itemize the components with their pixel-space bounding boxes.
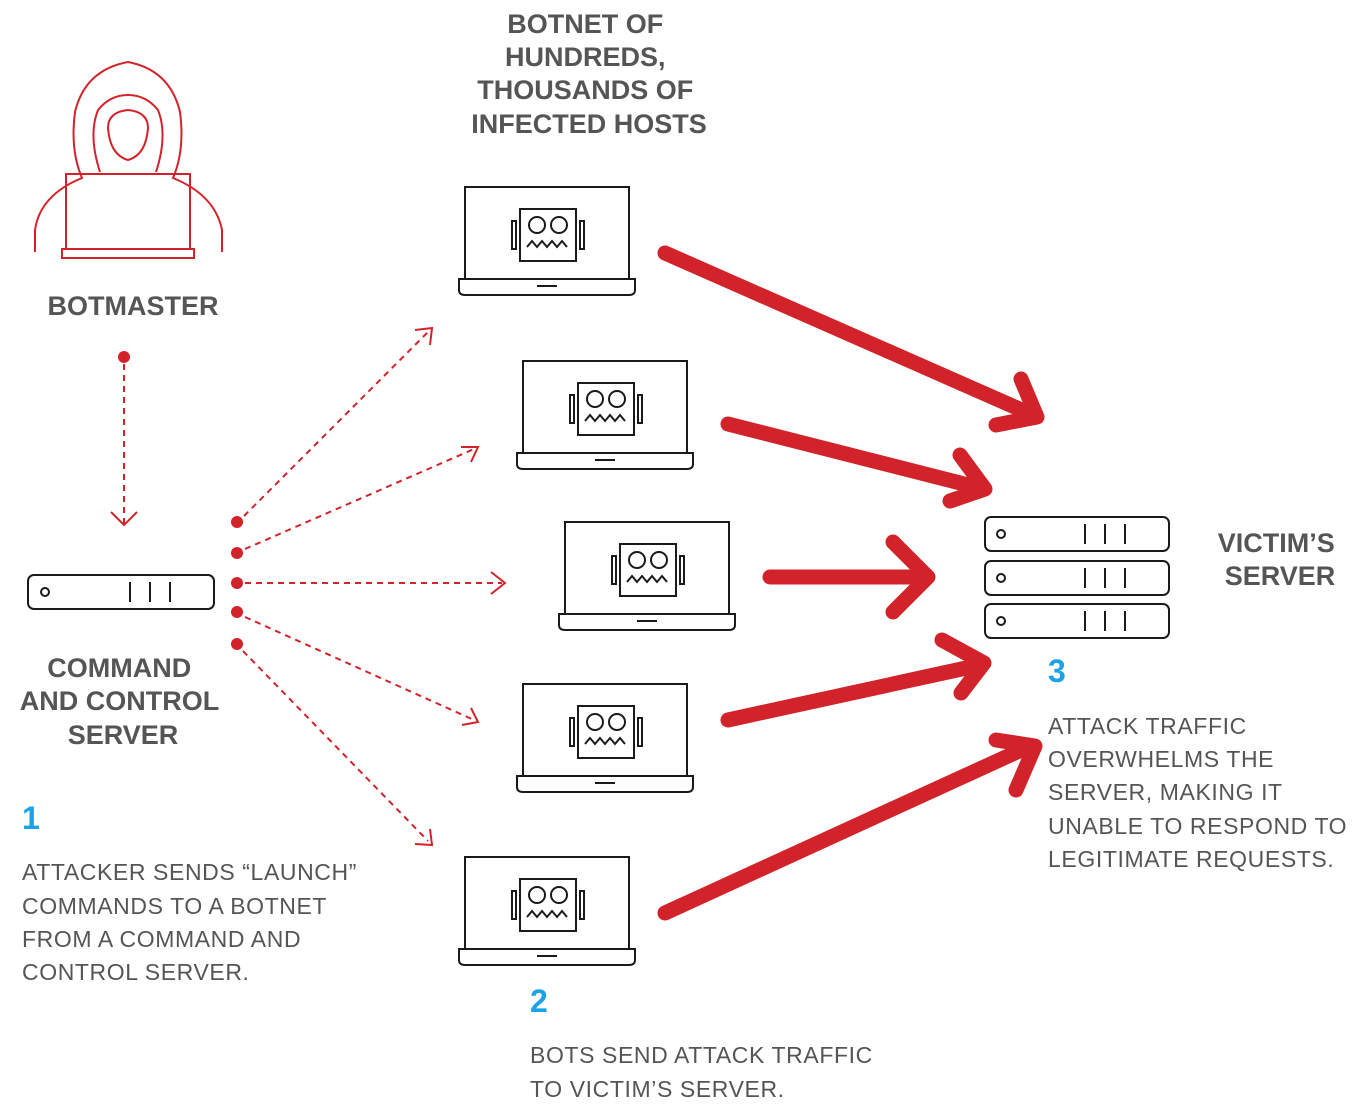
bot-host-4 [516,683,694,793]
step-3-number: 3 [1048,653,1066,689]
botmaster-to-cnc-link [110,351,138,527]
botmaster-label: BOTMASTER [48,291,219,321]
victim-label: VICTIM’S SERVER [1218,528,1343,591]
step-2-description: BOTS SEND ATTACK TRAFFIC TO VICTIM’S SER… [530,1042,880,1102]
step-1-description: ATTACKER SENDS “LAUNCH” COMMANDS TO A BO… [22,859,364,985]
hooded-hacker-icon [34,60,223,259]
step-3-description: ATTACK TRAFFIC OVERWHELMS THE SERVER, MA… [1048,713,1354,872]
bot-host-2 [516,360,694,470]
attack-traffic-arrows [657,245,1045,921]
bot-host-5 [458,856,636,966]
bot-host-3 [558,521,736,631]
botnet-label: BOTNET OF HUNDREDS, THOUSANDS OF INFECTE… [471,9,707,139]
victim-server-icon [984,516,1170,639]
cnc-label: COMMAND AND CONTROL SERVER [20,653,227,750]
step-2-number: 2 [530,983,548,1019]
bot-host-1 [458,186,636,296]
cnc-server-icon [27,574,215,610]
launch-command-links [231,326,507,847]
step-1-number: 1 [22,800,40,836]
